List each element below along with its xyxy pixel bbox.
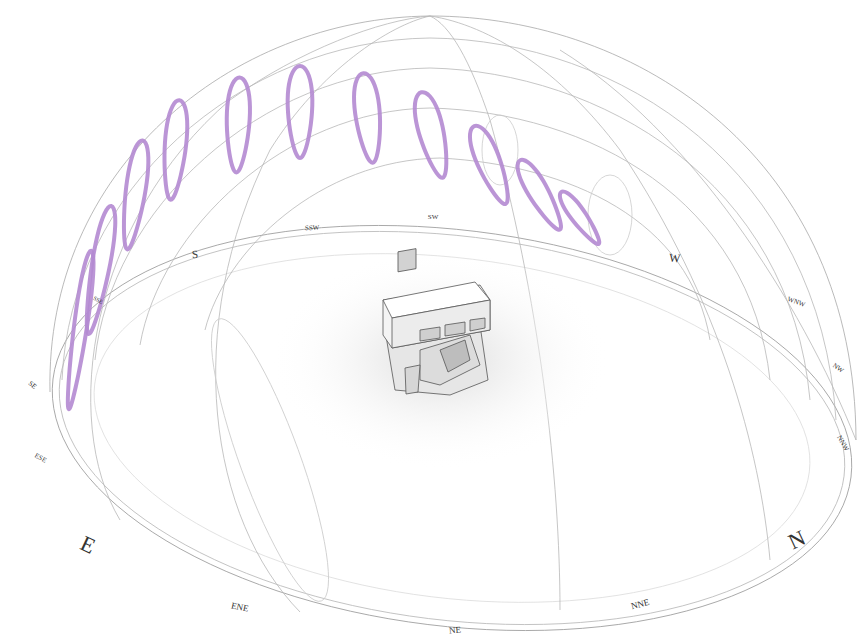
compass-label: E [77, 532, 98, 558]
analemma-loop [351, 72, 385, 164]
analemma-loop [464, 122, 517, 209]
building-model [383, 249, 490, 395]
compass-label: ENE [231, 601, 250, 613]
analemma-loop [555, 188, 605, 248]
compass-label: ESE [33, 452, 47, 464]
dome-grid [29, 16, 859, 642]
analemma-loops [62, 66, 604, 410]
compass-label: SW [428, 214, 439, 221]
compass-label: NE [449, 625, 462, 635]
compass-label: S [191, 248, 198, 259]
analemma-loop [409, 89, 454, 180]
compass-label: SSW [305, 224, 320, 232]
analemma-loop [288, 66, 313, 158]
analemma-loop [118, 139, 153, 251]
analemma-loop [80, 204, 120, 335]
compass-label: N [785, 527, 809, 554]
analemma-loop [160, 99, 190, 200]
compass-label: NNE [630, 597, 650, 610]
compass-label: SE [27, 380, 38, 391]
analemma-loop [225, 77, 251, 173]
ground-shadow [270, 250, 610, 470]
compass-label: NW [831, 362, 845, 374]
compass-label: NNW [835, 434, 849, 452]
compass-label: W [669, 252, 681, 265]
